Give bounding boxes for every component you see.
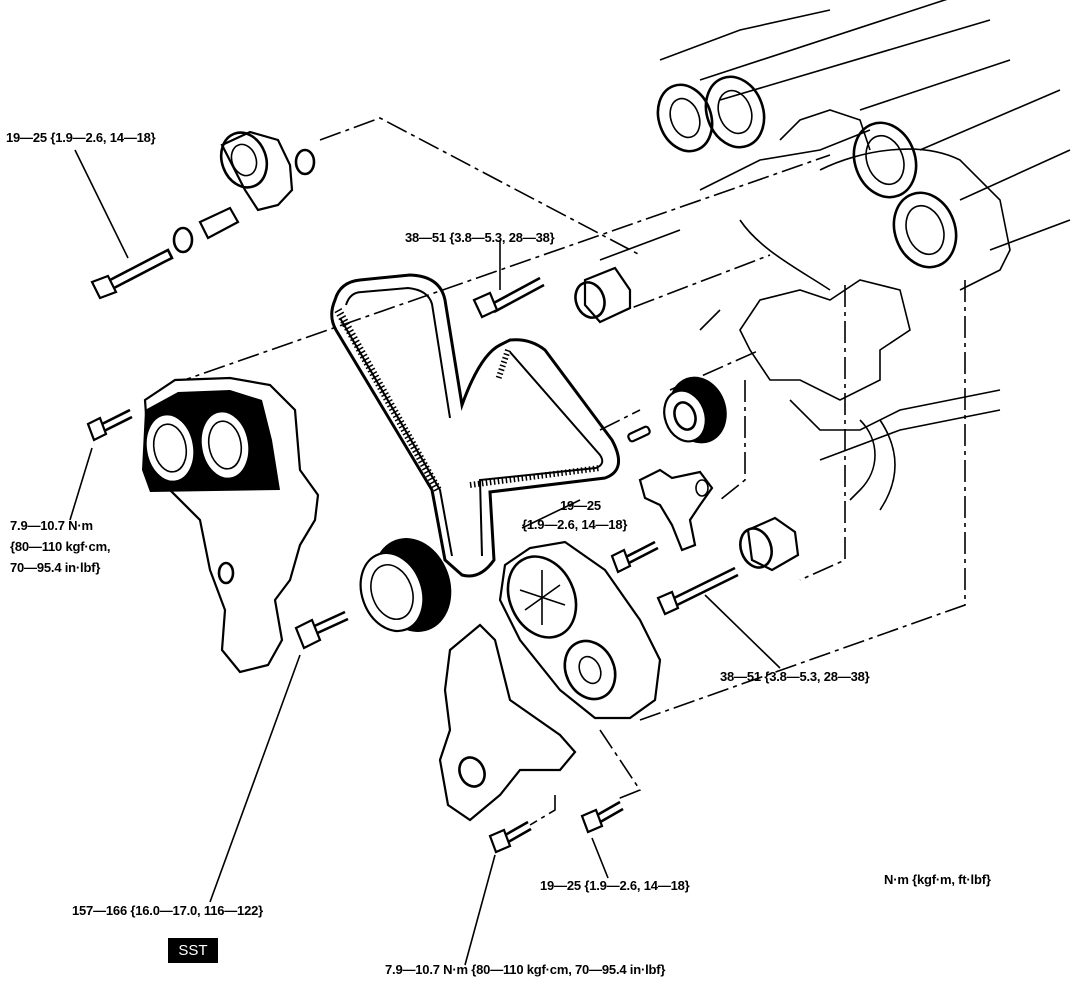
unit-legend: N·m {kgf·m, ft·lbf} xyxy=(884,872,991,887)
torque-label-idler-bolt-upper: 38—51 {3.8—5.3, 28—38} xyxy=(405,230,555,245)
crankshaft-pulley xyxy=(294,538,452,650)
torque-label-crank-pulley-bolt: 157—166 {16.0—17.0, 116—122} xyxy=(72,903,263,918)
tensioner-lever xyxy=(610,468,714,574)
sst-badge: SST xyxy=(168,938,218,963)
camshaft-pulleys xyxy=(656,75,958,269)
tensioner-bolt xyxy=(90,248,174,300)
torque-label-tensioner-lever-bolt-1: 19—25 xyxy=(560,498,601,513)
torque-label-cover-bolt-left-2: {80—110 kgf·cm, xyxy=(10,539,111,554)
timing-belt-cover-upper-left xyxy=(142,376,320,674)
cover-bolt-left xyxy=(86,408,133,442)
leader-line xyxy=(704,594,781,669)
torque-label-cover-bolt-left-1: 7.9—10.7 N·m xyxy=(10,518,93,533)
leader-line xyxy=(209,654,301,903)
timing-belt xyxy=(330,273,621,578)
assembly-centerlines xyxy=(169,117,966,826)
leader-line xyxy=(521,499,581,529)
torque-label-tensioner-lever-bolt-2: {1.9—2.6, 14—18} xyxy=(522,517,628,532)
engine-block xyxy=(599,0,1071,511)
crankshaft-timing-pulley xyxy=(627,376,727,444)
leader-line xyxy=(591,837,609,879)
timing-belt-cover-lower xyxy=(438,623,577,822)
timing-belt-cover-right xyxy=(498,540,662,720)
leader-line xyxy=(69,447,93,521)
torque-label-lower-cover-bolt: 19—25 {1.9—2.6, 14—18} xyxy=(540,878,690,893)
leader-line xyxy=(74,149,129,259)
idler-pulley-upper xyxy=(472,266,632,324)
lower-cover-bolts xyxy=(488,800,624,854)
torque-label-tensioner-bolt: 19—25 {1.9—2.6, 14—18} xyxy=(6,130,156,145)
tensioner-pulley-assembly xyxy=(172,130,316,254)
leader-line xyxy=(464,854,496,966)
torque-label-lower-cover-bolt-small: 7.9—10.7 N·m {80—110 kgf·cm, 70—95.4 in·… xyxy=(385,962,666,977)
torque-label-idler-bolt-lower: 38—51 {3.8—5.3, 28—38} xyxy=(720,669,870,684)
idler-pulley-lower xyxy=(656,516,800,616)
torque-label-cover-bolt-left-3: 70—95.4 in·lbf} xyxy=(10,560,101,575)
